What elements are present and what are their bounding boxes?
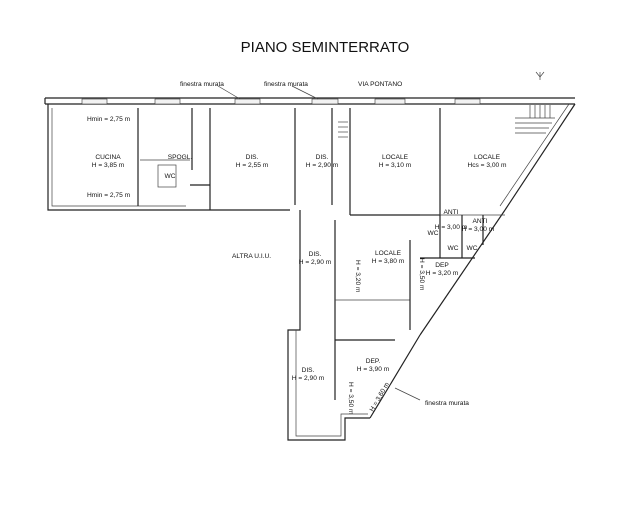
room-name-anti-2: ANTI — [472, 218, 487, 225]
window-label-2: finestra murata — [264, 81, 308, 88]
walled-window-3 — [234, 98, 261, 105]
room-name-dis-2: DIS. — [316, 154, 329, 161]
room-name-locale-2: LOCALE — [474, 154, 501, 161]
vertical-height-1: H = 3,20 m — [354, 260, 361, 293]
room-height-locale-2: Hcs = 3,00 m — [467, 162, 507, 169]
room-height-dis-2: H = 2,90 m — [306, 162, 339, 169]
walled-window-2 — [154, 98, 181, 105]
vertical-height-3: H = 3,50 m — [347, 382, 354, 415]
street-label: VIA PONTANO — [358, 81, 402, 88]
hmin-bottom-label: Hmin = 2,75 m — [87, 192, 131, 199]
walled-window-5 — [374, 98, 406, 105]
walled-window-4 — [311, 98, 339, 105]
room-height-dep-1: H = 3,20 m — [426, 270, 459, 277]
room-height-locale-1: H = 3,10 m — [379, 162, 412, 169]
vertical-height-4: H = 3,60 m — [369, 381, 392, 413]
room-name-dis-3: DIS. — [309, 251, 322, 258]
leader-line-1 — [217, 85, 241, 100]
room-name-dep-1: DEP — [435, 262, 449, 269]
other-unit-label: ALTRA U.I.U. — [232, 253, 271, 260]
walled-window-1 — [81, 98, 108, 105]
room-name-wc-a: WC — [428, 230, 439, 237]
building-outline — [47, 103, 576, 441]
leader-line-3 — [394, 387, 421, 401]
room-name-cucina: CUCINA — [95, 154, 121, 161]
room-height-anti-2: H = 3,00 m — [462, 226, 495, 233]
room-height-locale-3: H = 3,80 m — [372, 258, 405, 265]
room-name-locale-3: LOCALE — [375, 250, 402, 257]
room-height-dis-3: H = 2,90 m — [299, 259, 332, 266]
room-name-spogl: SPOGL. — [168, 154, 193, 161]
hmin-top-label: Hmin = 2,75 m — [87, 116, 131, 123]
room-name-wc-left: WC — [165, 173, 176, 180]
room-name-locale-1: LOCALE — [382, 154, 409, 161]
room-name-wc-b: WC — [448, 245, 459, 252]
walled-window-6 — [454, 98, 481, 105]
room-height-dis-4: H = 2,90 m — [292, 375, 325, 382]
room-height-dis-1: H = 2,55 m — [236, 162, 269, 169]
room-name-dis-4: DIS. — [302, 367, 315, 374]
level-marker-icon — [535, 71, 545, 80]
window-label-3: finestra murata — [425, 400, 469, 407]
room-height-cucina: H = 3,85 m — [92, 162, 125, 169]
street-facade — [44, 97, 575, 105]
plan-title: PIANO SEMINTERRATO — [241, 39, 410, 56]
room-name-wc-c: WC — [467, 245, 478, 252]
leader-line-2 — [291, 85, 319, 100]
room-name-dep-2: DEP. — [366, 358, 381, 365]
room-height-dep-2: H = 3,90 m — [357, 366, 390, 373]
room-name-anti-1: ANTI — [443, 209, 458, 216]
room-height-anti-1: H = 3,00 m — [435, 224, 468, 231]
room-name-dis-1: DIS. — [246, 154, 259, 161]
vertical-height-2: H = 3,50 m — [418, 258, 425, 291]
window-label-1: finestra murata — [180, 81, 224, 88]
